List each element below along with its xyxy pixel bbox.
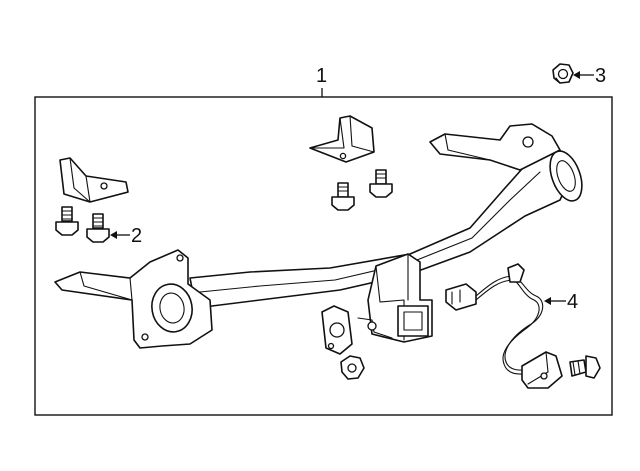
callout-2-arrow (110, 231, 117, 239)
bolt-icon (331, 182, 355, 211)
callout-4[interactable]: 4 (544, 291, 578, 313)
callout-1[interactable]: 1 (316, 65, 327, 97)
hitch-assembly (54, 123, 583, 355)
callout-1-label: 1 (316, 65, 327, 87)
callout-3-label: 3 (595, 65, 606, 87)
nut-icon (340, 355, 365, 380)
callout-4-label: 4 (567, 291, 578, 313)
callout-2-group[interactable]: 2 (55, 206, 142, 247)
center-mount-bracket (309, 115, 375, 163)
wiring-harness (445, 263, 563, 389)
bolt-icon (55, 206, 79, 236)
bolt-icon (569, 355, 601, 379)
bolt-icon (369, 169, 393, 198)
assembly-frame (34, 96, 613, 416)
callout-3[interactable]: 3 (552, 63, 606, 87)
nut-icon (552, 63, 574, 84)
callout-2-label: 2 (131, 225, 142, 247)
callout-4-arrow (544, 297, 551, 305)
bolt-icon (86, 213, 110, 243)
left-mount-bracket (59, 157, 129, 203)
callout-3-arrow (573, 71, 580, 79)
